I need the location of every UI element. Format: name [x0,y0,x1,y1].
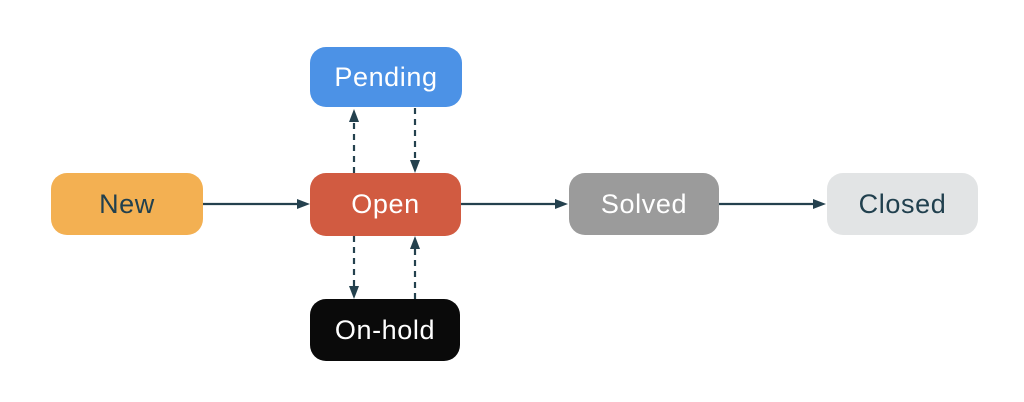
node-new-label: New [99,188,155,219]
edge-pending-open [410,108,420,173]
edge-open-pending [349,109,359,173]
node-solved-label: Solved [600,188,688,219]
node-closed-label: Closed [858,188,947,219]
node-open: Open [310,173,461,236]
node-solved: Solved [569,173,719,235]
node-onhold-label: On-hold [334,314,436,345]
edge-onhold-open [410,236,420,299]
edge-open-solved [461,199,568,209]
node-closed: Closed [827,173,978,235]
edge-new-open [203,199,310,209]
edge-open-onhold [349,236,359,299]
node-new: New [51,173,203,235]
node-pending-label: Pending [334,61,438,92]
node-pending: Pending [310,47,462,107]
node-open-label: Open [351,189,420,219]
node-onhold: On-hold [310,299,460,361]
edge-solved-closed [719,199,826,209]
